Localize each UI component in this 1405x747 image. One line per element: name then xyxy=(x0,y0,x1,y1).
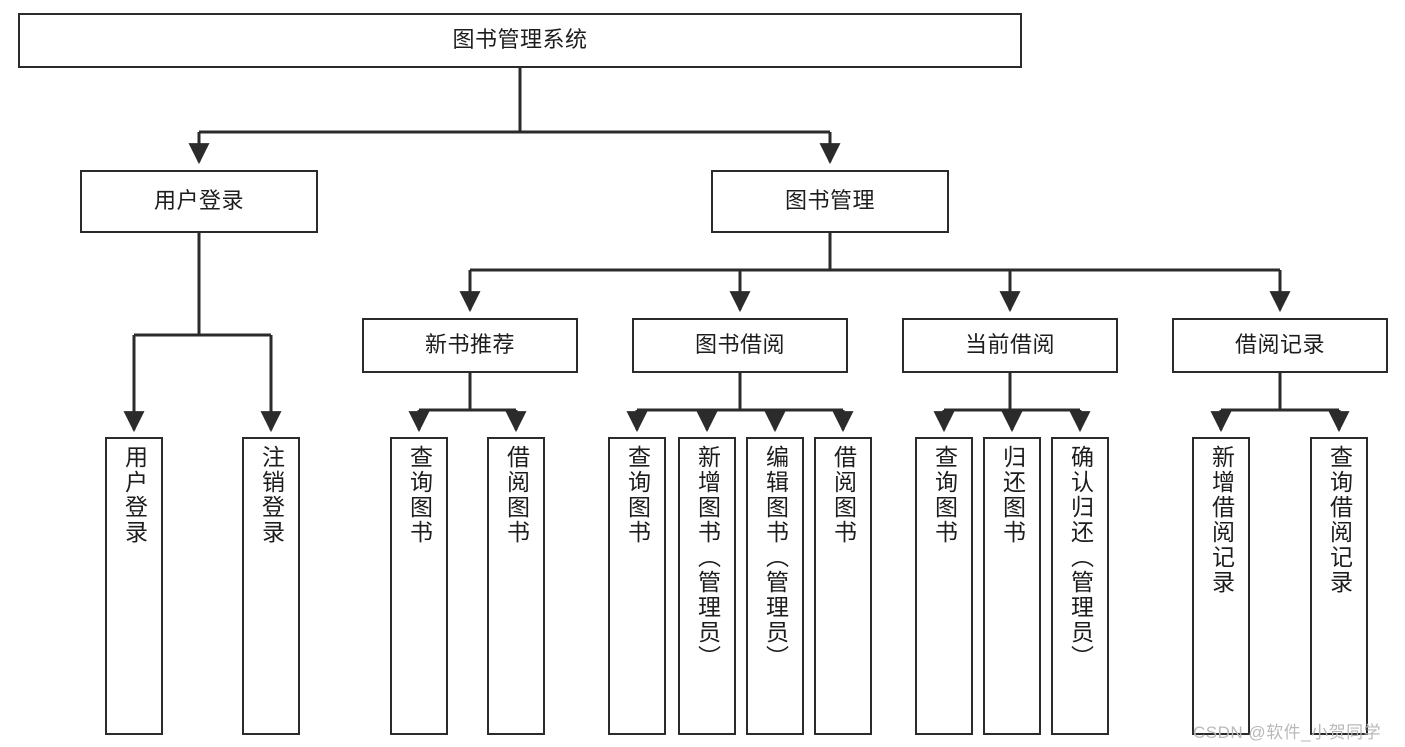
node-leaf-return-book[interactable]: 归还图书 xyxy=(983,437,1041,735)
node-leaf-edit-book-label: 编辑图书（管理员） xyxy=(762,445,789,670)
node-user-login[interactable]: 用户登录 xyxy=(80,170,318,233)
node-leaf-borrow-book-rec[interactable]: 借阅图书 xyxy=(487,437,545,735)
node-leaf-user-login[interactable]: 用户登录 xyxy=(105,437,163,735)
node-leaf-query-record[interactable]: 查询借阅记录 xyxy=(1310,437,1368,735)
node-leaf-borrow-book-label: 借阅图书 xyxy=(830,445,857,545)
node-current-borrow[interactable]: 当前借阅 xyxy=(902,318,1118,373)
node-new-book-rec-label: 新书推荐 xyxy=(424,332,515,358)
node-leaf-logout[interactable]: 注销登录 xyxy=(242,437,300,735)
node-new-book-rec[interactable]: 新书推荐 xyxy=(362,318,578,373)
node-leaf-user-login-label: 用户登录 xyxy=(121,445,148,545)
node-leaf-add-record[interactable]: 新增借阅记录 xyxy=(1192,437,1250,735)
node-root-label: 图书管理系统 xyxy=(452,27,588,53)
node-leaf-query-book-cur[interactable]: 查询图书 xyxy=(915,437,973,735)
node-leaf-query-book-cur-label: 查询图书 xyxy=(931,445,958,545)
node-leaf-confirm-return[interactable]: 确认归还（管理员） xyxy=(1051,437,1109,735)
node-leaf-query-book-borrow-label: 查询图书 xyxy=(624,445,651,545)
node-leaf-query-record-label: 查询借阅记录 xyxy=(1326,445,1353,595)
node-borrow-record[interactable]: 借阅记录 xyxy=(1172,318,1388,373)
node-leaf-add-book-label: 新增图书（管理员） xyxy=(694,445,721,670)
node-book-manage-label: 图书管理 xyxy=(784,188,875,214)
node-leaf-query-book-borrow[interactable]: 查询图书 xyxy=(608,437,666,735)
node-user-login-label: 用户登录 xyxy=(153,188,244,214)
node-leaf-logout-label: 注销登录 xyxy=(258,445,285,545)
node-current-borrow-label: 当前借阅 xyxy=(964,332,1055,358)
node-book-borrow[interactable]: 图书借阅 xyxy=(632,318,848,373)
node-leaf-borrow-book[interactable]: 借阅图书 xyxy=(814,437,872,735)
node-leaf-return-book-label: 归还图书 xyxy=(999,445,1026,545)
csdn-watermark: CSDN @软件_小贺同学 xyxy=(1193,723,1382,742)
node-leaf-edit-book[interactable]: 编辑图书（管理员） xyxy=(746,437,804,735)
node-leaf-add-book[interactable]: 新增图书（管理员） xyxy=(678,437,736,735)
node-leaf-confirm-return-label: 确认归还（管理员） xyxy=(1067,445,1094,670)
node-root[interactable]: 图书管理系统 xyxy=(18,13,1022,68)
node-book-manage[interactable]: 图书管理 xyxy=(711,170,949,233)
node-book-borrow-label: 图书借阅 xyxy=(694,332,785,358)
node-leaf-add-record-label: 新增借阅记录 xyxy=(1208,445,1235,595)
node-leaf-query-book-rec-label: 查询图书 xyxy=(406,445,433,545)
node-leaf-borrow-book-rec-label: 借阅图书 xyxy=(503,445,530,545)
node-leaf-query-book-rec[interactable]: 查询图书 xyxy=(390,437,448,735)
node-borrow-record-label: 借阅记录 xyxy=(1234,332,1325,358)
